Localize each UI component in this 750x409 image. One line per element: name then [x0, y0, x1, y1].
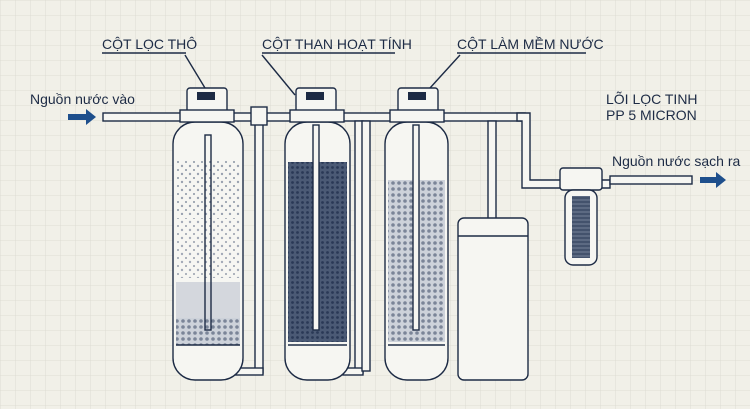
label-column2: CỘT THAN HOẠT TÍNH: [261, 36, 412, 96]
brine-tank: [457, 217, 529, 381]
label-column1: CỘT LỌC THÔ: [102, 36, 206, 89]
control-valve-3: [389, 87, 445, 123]
activated-carbon-column: [284, 121, 351, 381]
svg-text:CỘT LÀM MỀM NƯỚC: CỘT LÀM MỀM NƯỚC: [457, 36, 604, 52]
label-outlet: Nguồn nước sạch ra: [612, 153, 740, 169]
softener-column: [384, 121, 449, 381]
svg-text:CỘT LỌC THÔ: CỘT LỌC THÔ: [102, 36, 197, 52]
cartridge-filter: [559, 167, 603, 266]
svg-text:CỘT THAN HOẠT TÍNH: CỘT THAN HOẠT TÍNH: [262, 36, 412, 52]
outlet-arrow-icon: [700, 172, 726, 188]
label-cartridge-line2: PP 5 MICRON: [606, 107, 697, 123]
coarse-filter-column: [172, 121, 244, 381]
label-cartridge-line1: LÕI LỌC TINH: [606, 91, 698, 107]
inlet-arrow-icon: [68, 109, 96, 125]
label-column3: CỘT LÀM MỀM NƯỚC: [429, 36, 604, 89]
label-inlet: Nguồn nước vào: [30, 91, 135, 107]
control-valve-2: [289, 87, 345, 123]
control-valve-1: [179, 87, 235, 123]
